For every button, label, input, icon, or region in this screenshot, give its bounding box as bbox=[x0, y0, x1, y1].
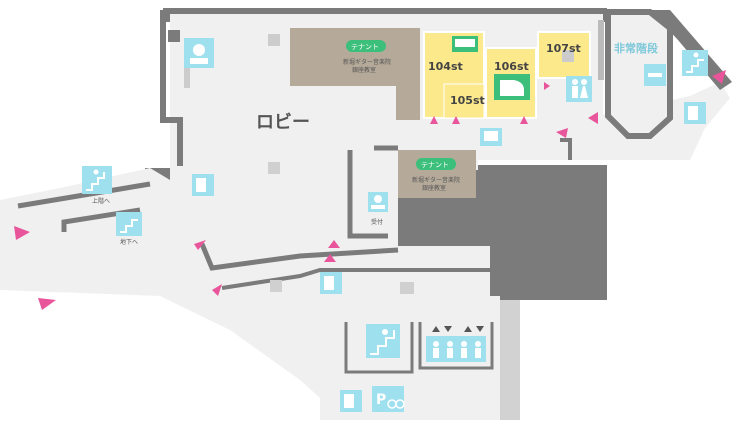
tenant-lower-branch: 銀座教室 bbox=[422, 184, 446, 192]
reception-icon[interactable] bbox=[368, 192, 388, 212]
entrance-arrows bbox=[14, 70, 726, 310]
smoking-area-icon[interactable] bbox=[644, 64, 666, 86]
stairs-up-left-icon[interactable] bbox=[82, 166, 112, 194]
wall bbox=[347, 150, 388, 239]
tenant-lower-name: 新堀ギター音楽院 bbox=[412, 176, 460, 184]
column bbox=[270, 280, 282, 292]
wall bbox=[61, 207, 141, 232]
entrance-arrow bbox=[212, 284, 222, 296]
entrance-arrow bbox=[194, 240, 206, 250]
lobby-label: ロビー bbox=[256, 112, 310, 133]
escalator-icon[interactable] bbox=[366, 324, 400, 358]
wall bbox=[560, 138, 572, 160]
column bbox=[168, 30, 180, 42]
pillar bbox=[500, 300, 520, 420]
room-104-label: 104st bbox=[428, 60, 463, 73]
entrance-arrow bbox=[430, 116, 438, 124]
tenant-badge bbox=[346, 40, 386, 52]
whiteboard-icon bbox=[452, 36, 478, 52]
elevator-icon[interactable] bbox=[480, 128, 502, 146]
reception-label: 受付 bbox=[371, 218, 383, 226]
piano-icon bbox=[494, 74, 530, 100]
room-107 bbox=[537, 31, 591, 79]
bicycle-parking-icon[interactable]: P bbox=[372, 386, 405, 412]
wall bbox=[344, 322, 414, 374]
nursing-room-icon[interactable] bbox=[184, 38, 214, 68]
stairs-down-icon[interactable] bbox=[116, 212, 142, 236]
stairs-up-label: 上階へ bbox=[92, 197, 110, 205]
entrance-arrow bbox=[452, 116, 460, 124]
wall bbox=[199, 243, 399, 271]
wall bbox=[221, 268, 490, 290]
room-105 bbox=[443, 83, 485, 119]
entrance-arrow bbox=[588, 112, 598, 124]
column bbox=[268, 34, 280, 46]
entrance-arrow bbox=[544, 82, 550, 90]
room-107-label: 107st bbox=[546, 42, 581, 55]
wall bbox=[17, 181, 151, 209]
tenant-upper-branch: 銀座教室 bbox=[352, 66, 376, 74]
pillar bbox=[598, 20, 604, 80]
elevator-bank-icon[interactable] bbox=[426, 336, 486, 362]
entrance-arrow bbox=[520, 116, 528, 124]
tenant-badge-text: テナント bbox=[351, 43, 379, 51]
wall bbox=[160, 10, 183, 166]
tenant-badge bbox=[416, 158, 456, 170]
entrance-arrow bbox=[38, 298, 56, 310]
stairs-up-icon[interactable] bbox=[682, 50, 708, 76]
wall bbox=[418, 322, 494, 370]
column bbox=[562, 50, 574, 62]
column bbox=[400, 282, 414, 294]
stairs-down-label: 地下へ bbox=[120, 238, 138, 246]
entrance-arrow bbox=[14, 226, 30, 240]
room-105-label: 105st bbox=[450, 94, 485, 107]
entrance-arrow bbox=[324, 254, 336, 262]
tenant-upper bbox=[290, 28, 420, 120]
entrance-arrow bbox=[556, 128, 568, 138]
elevator-arrow-icon bbox=[432, 326, 484, 332]
vending-machine-left-icon[interactable] bbox=[192, 174, 214, 196]
entrance-arrow bbox=[712, 70, 726, 84]
emergency-stair-room bbox=[605, 9, 673, 139]
tenant-upper-name: 新堀ギター音楽院 bbox=[343, 58, 391, 66]
vending-machine-icon[interactable] bbox=[684, 102, 706, 124]
entrance-arrow bbox=[328, 240, 340, 248]
emergency-stairs-label: 非常階段 bbox=[614, 41, 658, 55]
restroom-icon[interactable] bbox=[566, 76, 592, 102]
tenant-badge-text: テナント bbox=[421, 161, 449, 169]
vending-machine-center-icon[interactable] bbox=[320, 272, 342, 294]
room-106-label: 106st bbox=[494, 60, 529, 73]
svg-text:P: P bbox=[376, 392, 386, 408]
column bbox=[268, 162, 280, 174]
vending-machine-bottom-icon[interactable] bbox=[340, 390, 362, 412]
